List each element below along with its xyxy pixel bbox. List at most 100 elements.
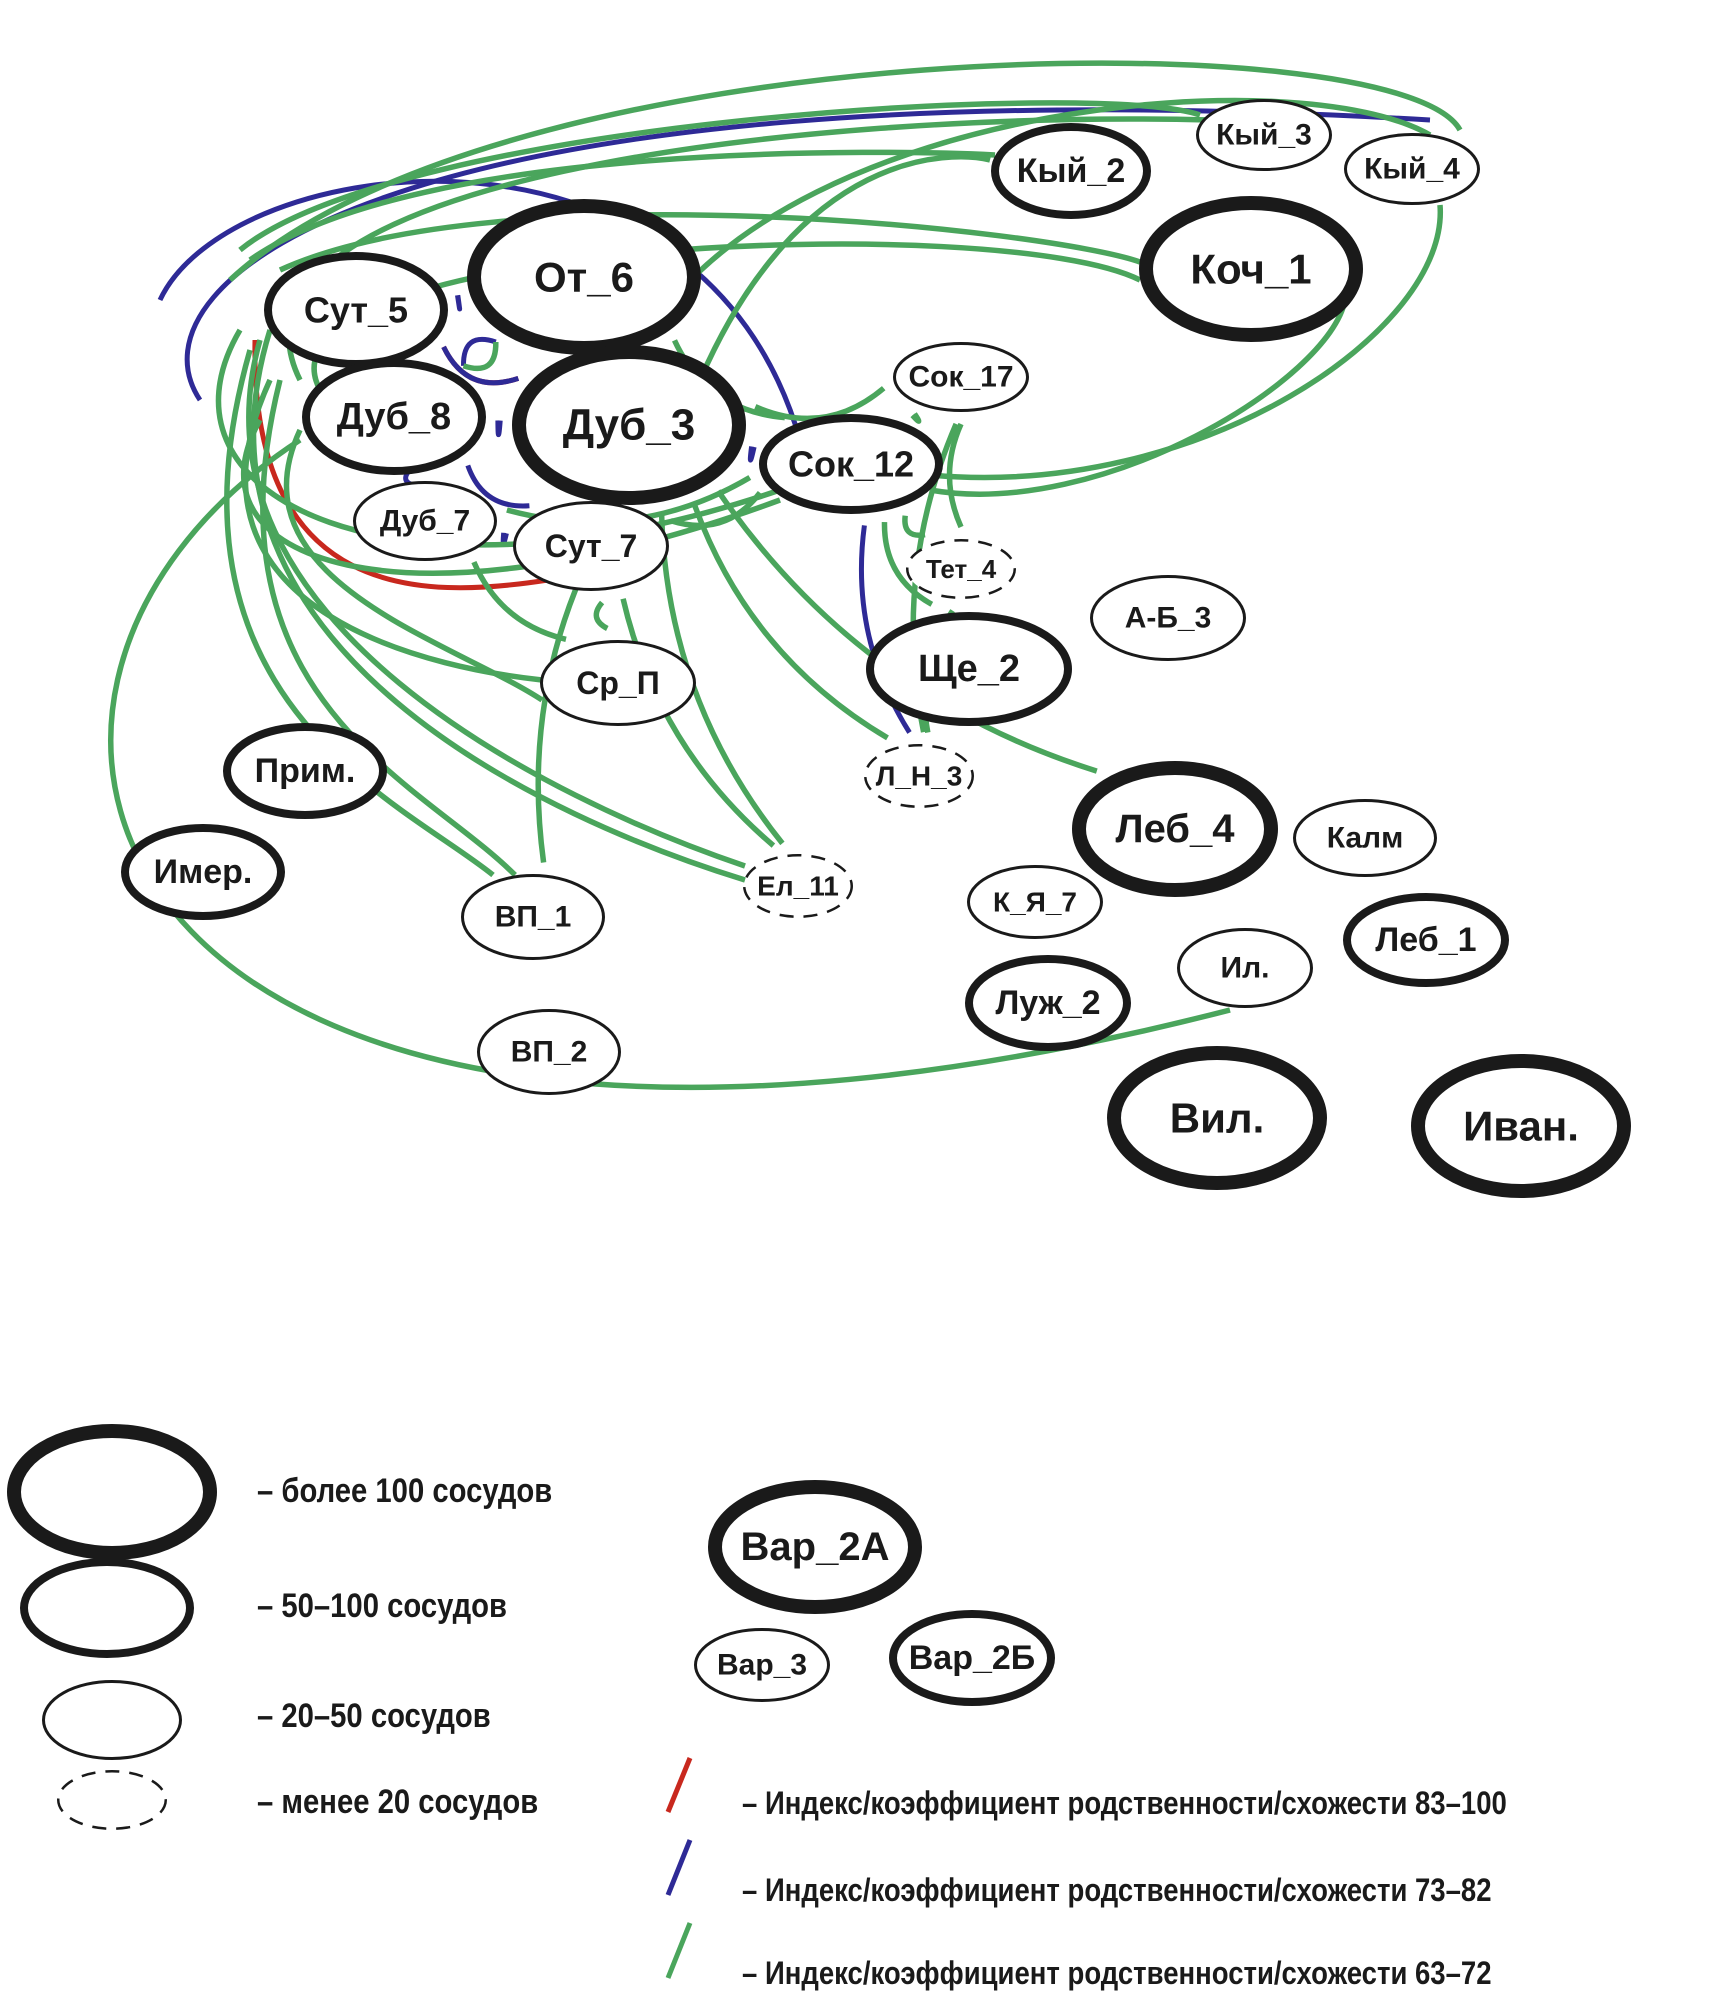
- node-label: Сок_12: [788, 444, 914, 485]
- node-vp2: ВП_2: [477, 1009, 621, 1095]
- node-label: ВП_1: [495, 901, 572, 934]
- edge-blue-dub8-dub3: [495, 420, 503, 438]
- node-label: Кый_2: [1017, 152, 1126, 190]
- node-il: Ил.: [1177, 928, 1313, 1008]
- node-sut7: Сут_7: [513, 501, 669, 591]
- edge-green-dub8-el11: [251, 329, 746, 883]
- node-vp1: ВП_1: [461, 874, 605, 960]
- node-ellipse-large: [7, 1424, 217, 1560]
- edge-green-dub3-kyj2: [697, 154, 991, 382]
- edge-green-dub8-il: [108, 437, 1231, 1091]
- node-label: Вар_3: [717, 1649, 807, 1682]
- node-ellipse-medium: [20, 1558, 194, 1658]
- edge-blue-dub8-kyj4: [184, 107, 1431, 402]
- node-ellipse-medium: [302, 359, 486, 475]
- node-ellipse-large: [1139, 196, 1363, 342]
- node-ellipse-small: [967, 865, 1103, 939]
- node-kyj3: Кый_3: [1196, 99, 1332, 171]
- node-var3: Вар_3: [694, 1628, 830, 1702]
- node-ellipse-small: [42, 1680, 182, 1760]
- edge-blue-dub8-sut7: [465, 464, 530, 509]
- legend-line-swatch-red: [665, 1757, 693, 1813]
- edge-green-dub3-sok17: [754, 386, 886, 422]
- node-label: Ел_11: [757, 871, 839, 902]
- edge-green-sut7-sok12: [670, 491, 763, 529]
- node-ellipse-dashed: [57, 1770, 167, 1830]
- node-ellipse-medium: [759, 414, 943, 514]
- node-label: Ил.: [1221, 952, 1270, 985]
- legend-label-dashed: – менее 20 сосудов: [257, 1783, 539, 1821]
- node-ellipse-small: [353, 481, 497, 561]
- edge-green-sut5-koch1: [278, 212, 1141, 273]
- node-var2a: Вар_2А: [708, 1480, 922, 1614]
- node-ellipse-small: [477, 1009, 621, 1095]
- node-ellipse-small: [1177, 928, 1313, 1008]
- node-kalm: Калм: [1293, 799, 1437, 877]
- edges-layer: [108, 60, 1463, 1091]
- edge-green-sok17-tet4: [946, 422, 964, 529]
- node-prim: Прим.: [223, 723, 387, 819]
- edge-green-dub8-vp1: [260, 379, 517, 877]
- node-sok17: Сок_17: [893, 342, 1029, 412]
- node-ellipse-dashed: [864, 744, 974, 808]
- node-legend-swatch-medium: [20, 1558, 194, 1658]
- node-ellipse-small: [513, 501, 669, 591]
- node-label: А-Б_3: [1125, 602, 1212, 635]
- legend: [7, 1424, 693, 1979]
- legend-label-medium: – 50–100 сосудов: [257, 1587, 508, 1625]
- edge-blue-dub7-sut7: [500, 532, 509, 546]
- node-label: Леб_4: [1116, 807, 1236, 851]
- edge-green-sut7-el11: [620, 598, 776, 848]
- node-label: Тет_4: [926, 554, 997, 584]
- node-label: Кый_4: [1364, 153, 1460, 186]
- node-ellipse-small: [694, 1628, 830, 1702]
- node-ellipse-medium: [991, 123, 1151, 219]
- node-ellipse-small: [1344, 133, 1480, 205]
- node-vil: Вил.: [1107, 1046, 1327, 1190]
- edge-blue-ot6-dub8: [460, 336, 497, 366]
- node-label: Сут_5: [304, 290, 408, 331]
- node-ellipse-medium: [121, 824, 285, 920]
- node-ellipse-medium: [223, 723, 387, 819]
- node-ellipse-small: [1196, 99, 1332, 171]
- node-ellipse-medium: [1343, 893, 1509, 987]
- node-ellipse-medium: [889, 1610, 1055, 1706]
- node-label: Луж_2: [995, 984, 1100, 1022]
- node-label: Сок_17: [908, 361, 1013, 394]
- node-she2: Ще_2: [866, 612, 1072, 726]
- edge-green-sok12-sok17: [910, 412, 922, 424]
- node-legend-swatch-large: [7, 1424, 217, 1560]
- node-ellipse-large: [467, 199, 701, 355]
- node-dub7: Дуб_7: [353, 481, 497, 561]
- legend-label-green-line: – Индекс/коэффициент родственности/схоже…: [742, 1955, 1492, 1991]
- node-label: Калм: [1327, 822, 1404, 855]
- legend-line-swatch-blue: [665, 1839, 693, 1896]
- node-kyj2: Кый_2: [991, 123, 1151, 219]
- node-ellipse-medium: [965, 955, 1131, 1051]
- node-sok12: Сок_12: [759, 414, 943, 514]
- node-label: Коч_1: [1190, 246, 1311, 293]
- legend-line-swatch-green: [665, 1922, 693, 1979]
- node-ellipse-large: [1107, 1046, 1327, 1190]
- node-label: Сут_7: [545, 528, 638, 564]
- edge-green-sok12-koch1: [929, 299, 1348, 497]
- node-tet4: Тет_4: [906, 539, 1016, 599]
- node-ellipse-small: [1293, 799, 1437, 877]
- legend-label-small: – 20–50 сосудов: [257, 1697, 491, 1735]
- node-label: Дуб_7: [380, 505, 470, 538]
- node-label: Кый_3: [1216, 119, 1312, 152]
- edge-green-ot6-kyj4: [647, 97, 1432, 332]
- node-dub8: Дуб_8: [302, 359, 486, 475]
- edge-green-dub3-ln3: [691, 502, 889, 741]
- node-ellipse-small: [540, 640, 696, 726]
- node-legend-swatch-dashed: [57, 1770, 167, 1830]
- edge-green-dub7-srp: [471, 561, 567, 642]
- edge-blue-sut5-ot6: [455, 294, 463, 312]
- node-ellipse-large: [708, 1480, 922, 1614]
- edge-green-sut7-srp: [593, 600, 609, 631]
- node-label: Имер.: [154, 853, 253, 891]
- node-ellipse-small: [1090, 575, 1246, 661]
- node-ellipse-dashed: [743, 854, 853, 918]
- node-el11: Ел_11: [743, 854, 853, 918]
